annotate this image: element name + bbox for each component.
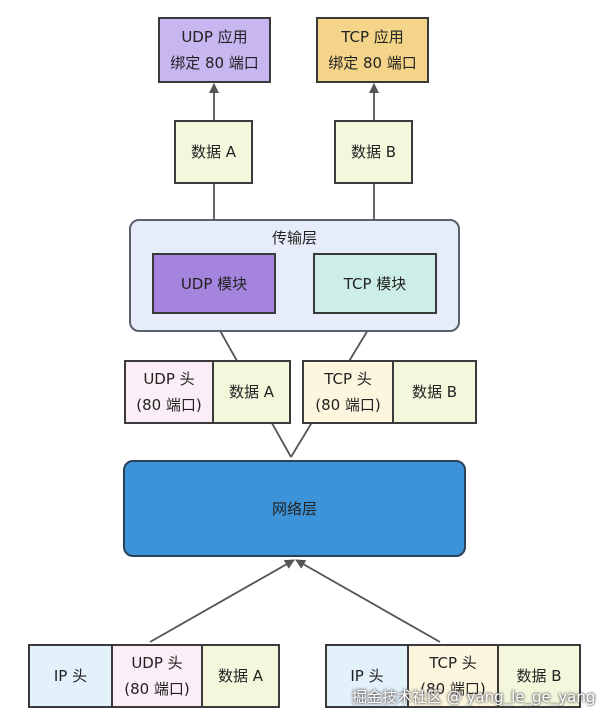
segment-udp-data-label: 数据 A xyxy=(228,383,275,401)
delivered-data-a-label: 数据 A xyxy=(190,143,237,161)
packet-right-data-label: 数据 B xyxy=(516,667,562,685)
segment-udp-header-port: (80 端口) xyxy=(136,396,202,414)
segment-tcp-header-port: (80 端口) xyxy=(315,396,381,414)
delivered-data-b-label: 数据 B xyxy=(350,143,397,161)
packet-right-tcp-header-port: (80 端口) xyxy=(420,680,486,698)
udp-module-label: UDP 模块 xyxy=(180,274,248,293)
segment-udp-header-name: UDP 头 xyxy=(143,370,195,388)
packet-right-tcp-header-name: TCP 头 xyxy=(429,654,477,672)
tcp-app-binding: 绑定 80 端口 xyxy=(328,54,417,72)
tcp-app-box: TCP 应用 绑定 80 端口 xyxy=(316,17,429,83)
arrow-left-packet-to-network xyxy=(149,559,295,643)
segment-tcp-header: TCP 头 (80 端口) xyxy=(302,360,394,424)
packet-left-data: 数据 A xyxy=(201,644,280,708)
arrow-right-packet-to-network xyxy=(295,559,441,643)
udp-module: UDP 模块 xyxy=(152,253,276,314)
packet-left-udp-header-port: (80 端口) xyxy=(124,680,190,698)
packet-right-ip-header: IP 头 xyxy=(325,644,409,708)
udp-app-box: UDP 应用 绑定 80 端口 xyxy=(158,17,271,83)
packet-right-tcp-header: TCP 头 (80 端口) xyxy=(407,644,499,708)
network-layer: 网络层 xyxy=(123,460,466,557)
packet-left-ip-header: IP 头 xyxy=(28,644,113,708)
packet-left-udp-header-name: UDP 头 xyxy=(131,654,183,672)
transport-layer-title: 传输层 xyxy=(271,229,317,247)
segment-udp-data: 数据 A xyxy=(212,360,291,424)
tcp-app-name: TCP 应用 xyxy=(341,28,404,46)
delivered-data-b: 数据 B xyxy=(334,120,413,184)
segment-tcp-header-name: TCP 头 xyxy=(324,370,372,388)
udp-app-binding: 绑定 80 端口 xyxy=(170,54,259,72)
packet-right-data: 数据 B xyxy=(497,644,581,708)
watermark: 掘金技术社区 @ yang_le_ge_yang xyxy=(352,688,596,706)
packet-left-data-label: 数据 A xyxy=(217,667,264,685)
packet-left-ip-header-label: IP 头 xyxy=(53,667,88,685)
packet-left-udp-header: UDP 头 (80 端口) xyxy=(111,644,203,708)
packet-right-ip-header-label: IP 头 xyxy=(350,667,384,685)
tcp-module: TCP 模块 xyxy=(313,253,437,314)
segment-tcp-data-label: 数据 B xyxy=(411,383,458,401)
network-layer-title: 网络层 xyxy=(271,499,317,518)
segment-udp-header: UDP 头 (80 端口) xyxy=(124,360,214,424)
udp-app-name: UDP 应用 xyxy=(181,28,248,46)
delivered-data-a: 数据 A xyxy=(174,120,253,184)
segment-tcp-data: 数据 B xyxy=(392,360,477,424)
tcp-module-label: TCP 模块 xyxy=(343,274,407,293)
